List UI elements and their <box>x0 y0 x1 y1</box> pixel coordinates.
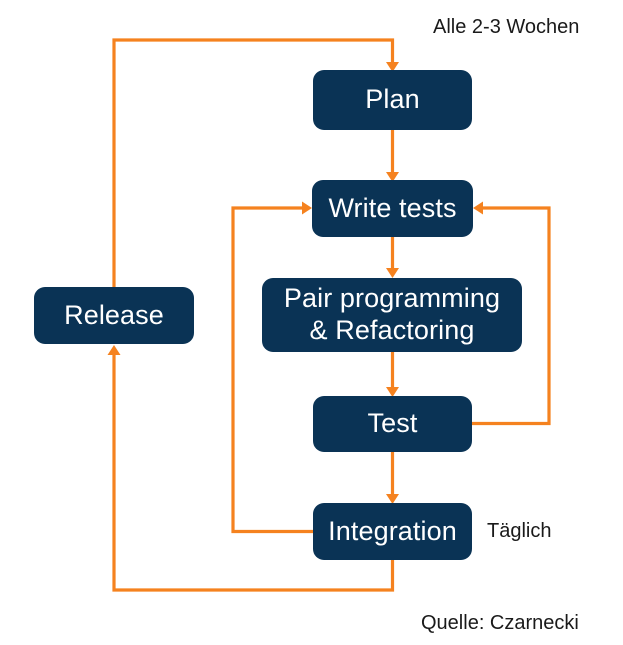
edge-integration-to-write-tests <box>231 206 313 534</box>
edge-release-to-plan <box>112 38 395 287</box>
node-pair-programming-label: Pair programming & Refactoring <box>283 283 501 345</box>
annotation-cycle-daily: Täglich <box>487 520 552 542</box>
arrowhead-into-integration <box>386 494 399 504</box>
node-integration[interactable]: Integration <box>313 503 472 560</box>
node-pair-programming[interactable]: Pair programming & Refactoring <box>262 278 522 352</box>
arrowhead-into-write-tests-left <box>302 201 312 215</box>
annotation-source: Quelle: Czarnecki <box>421 612 579 634</box>
annotation-cycle-weeks: Alle 2-3 Wochen <box>433 16 580 38</box>
node-test[interactable]: Test <box>313 396 472 452</box>
node-plan[interactable]: Plan <box>313 70 472 130</box>
arrowhead-into-pair-programming <box>386 268 399 278</box>
arrowhead-into-plan <box>386 62 399 72</box>
arrowhead-into-write-tests-top <box>386 172 399 182</box>
edge-integration-to-release <box>112 355 395 592</box>
node-write-tests-label: Write tests <box>328 192 457 223</box>
arrowhead-into-write-tests-right <box>473 201 483 215</box>
node-release-label: Release <box>64 299 164 330</box>
node-test-label: Test <box>367 408 418 439</box>
edge-test-to-write-tests <box>472 206 551 426</box>
arrowhead-into-test <box>386 387 399 397</box>
node-integration-label: Integration <box>328 515 457 546</box>
node-plan-label: Plan <box>365 84 420 115</box>
arrowhead-into-release <box>107 345 121 355</box>
node-write-tests[interactable]: Write tests <box>312 180 473 237</box>
node-release[interactable]: Release <box>34 287 194 344</box>
